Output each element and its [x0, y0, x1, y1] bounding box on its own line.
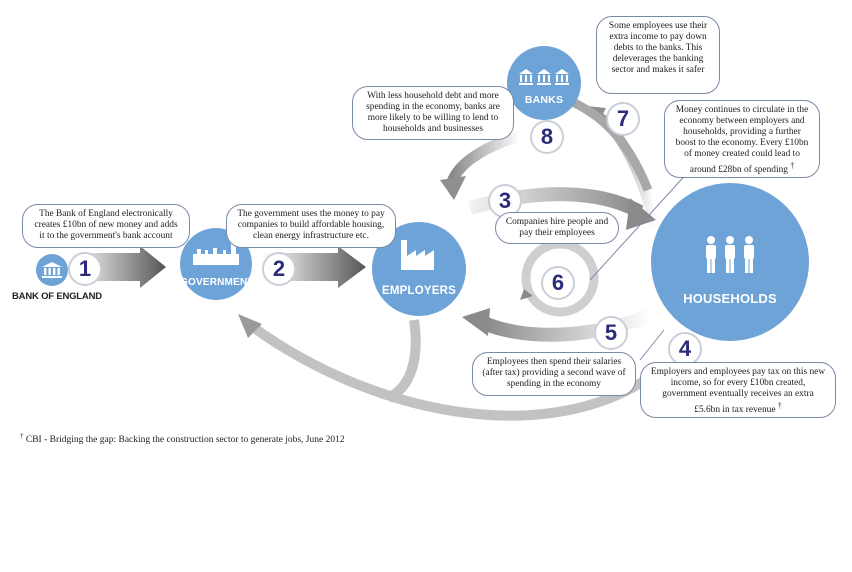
callout-step-1: The Bank of England electronically creat…	[22, 204, 190, 248]
people-icon	[706, 236, 754, 273]
callout-step-4: Employers and employees pay tax on this …	[640, 362, 836, 418]
callout-step-3: Companies hire people and pay their empl…	[495, 212, 619, 244]
callout-step-1-text: The Bank of England electronically creat…	[34, 209, 178, 241]
footnote-mark: †	[20, 432, 24, 440]
bank-of-england-label: BANK OF ENGLAND	[12, 291, 102, 302]
callout-step-4-mark: †	[777, 401, 782, 410]
households-node: HOUSEHOLDS	[651, 183, 809, 341]
step-number-7: 7	[606, 102, 640, 136]
callout-step-2-text: The government uses the money to pay com…	[237, 209, 385, 241]
step-number-1: 1	[68, 252, 102, 286]
banks-label: BANKS	[524, 94, 564, 106]
callout-step-6-mark: †	[790, 161, 795, 170]
step-number-8: 8	[530, 120, 564, 154]
arrow-households-to-employers	[479, 308, 653, 342]
step-number-2: 2	[262, 252, 296, 286]
government-node: GOVERNMENT	[180, 228, 254, 300]
bank-of-england-node	[36, 254, 68, 286]
callout-step-3-text: Companies hire people and pay their empl…	[505, 217, 609, 238]
arrow-banks-to-employers	[446, 130, 522, 185]
footnote: † CBI - Bridging the gap: Backing the co…	[20, 432, 345, 445]
callout-step-8-text: With less household debt and more spendi…	[366, 91, 500, 134]
callout-step-5-text: Employees then spend their salaries (aft…	[482, 357, 626, 389]
callout-step-6-text: Money continues to circulate in the econ…	[675, 105, 809, 176]
employers-label: EMPLOYERS	[381, 285, 456, 297]
footnote-text: CBI - Bridging the gap: Backing the cons…	[25, 435, 345, 446]
callout-step-5: Employees then spend their salaries (aft…	[472, 352, 636, 396]
banks-node: BANKS	[507, 46, 581, 120]
callout-step-4-text: Employers and employees pay tax on this …	[650, 367, 826, 416]
factory-icon	[401, 240, 434, 270]
callout-step-8: With less household debt and more spendi…	[352, 86, 514, 140]
callout-step-7: Some employees use their extra income to…	[596, 16, 720, 94]
bank-icon	[42, 262, 62, 278]
callout-step-6: Money continues to circulate in the econ…	[664, 100, 820, 178]
government-label: GOVERNMENT	[180, 277, 254, 288]
households-label: HOUSEHOLDS	[683, 291, 777, 306]
step-number-6: 6	[541, 266, 575, 300]
callout-step-7-text: Some employees use their extra income to…	[608, 21, 708, 75]
step-number-5: 5	[594, 316, 628, 350]
step-number-4: 4	[668, 332, 702, 366]
banks-icon	[519, 69, 569, 85]
callout-step-2: The government uses the money to pay com…	[226, 204, 396, 248]
